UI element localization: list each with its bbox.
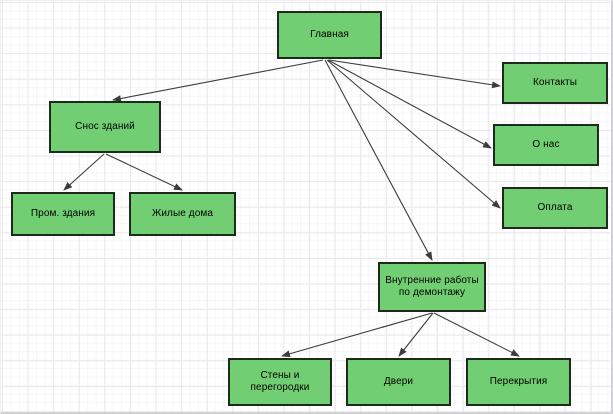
- node-doors[interactable]: Двери: [346, 358, 451, 406]
- node-residential[interactable]: Жилые дома: [129, 192, 236, 236]
- node-contacts[interactable]: Контакты: [502, 62, 608, 104]
- node-demolition[interactable]: Снос зданий: [49, 101, 161, 153]
- node-label-walls: Стены и перегородки: [250, 370, 310, 393]
- node-label-demolition: Снос зданий: [75, 121, 135, 132]
- node-label-ceilings: Перекрытия: [489, 376, 548, 387]
- node-label-contacts: Контакты: [533, 77, 577, 88]
- edge-main-to-demolition: [112, 59, 324, 102]
- node-label-doors: Двери: [383, 376, 414, 387]
- edge-demolition-to-industrial: [63, 153, 105, 191]
- node-about[interactable]: О нас: [493, 124, 599, 166]
- edge-demolition-to-residential: [105, 153, 183, 191]
- node-payment[interactable]: Оплата: [502, 187, 608, 229]
- edge-main-to-payment: [326, 59, 501, 209]
- node-interior[interactable]: Внутренние работы по демонтажу: [378, 262, 486, 312]
- node-main[interactable]: Главная: [277, 11, 382, 59]
- node-label-residential: Жилые дома: [151, 208, 213, 219]
- node-ceilings[interactable]: Перекрытия: [466, 358, 571, 406]
- node-label-about: О нас: [532, 139, 560, 150]
- edge-main-to-interior: [324, 59, 433, 261]
- node-label-interior: Внутренние работы по демонтажу: [385, 275, 479, 298]
- edge-main-to-about: [327, 59, 492, 149]
- node-label-payment: Оплата: [537, 202, 573, 213]
- edge-main-to-contacts: [328, 59, 501, 89]
- node-label-main: Главная: [310, 29, 349, 40]
- node-label-industrial: Пром. здания: [30, 208, 96, 219]
- node-walls[interactable]: Стены и перегородки: [228, 358, 332, 406]
- edge-interior-to-ceilings: [433, 312, 520, 357]
- edge-interior-to-walls: [281, 312, 433, 358]
- node-industrial[interactable]: Пром. здания: [11, 192, 115, 236]
- edge-interior-to-doors: [398, 312, 434, 357]
